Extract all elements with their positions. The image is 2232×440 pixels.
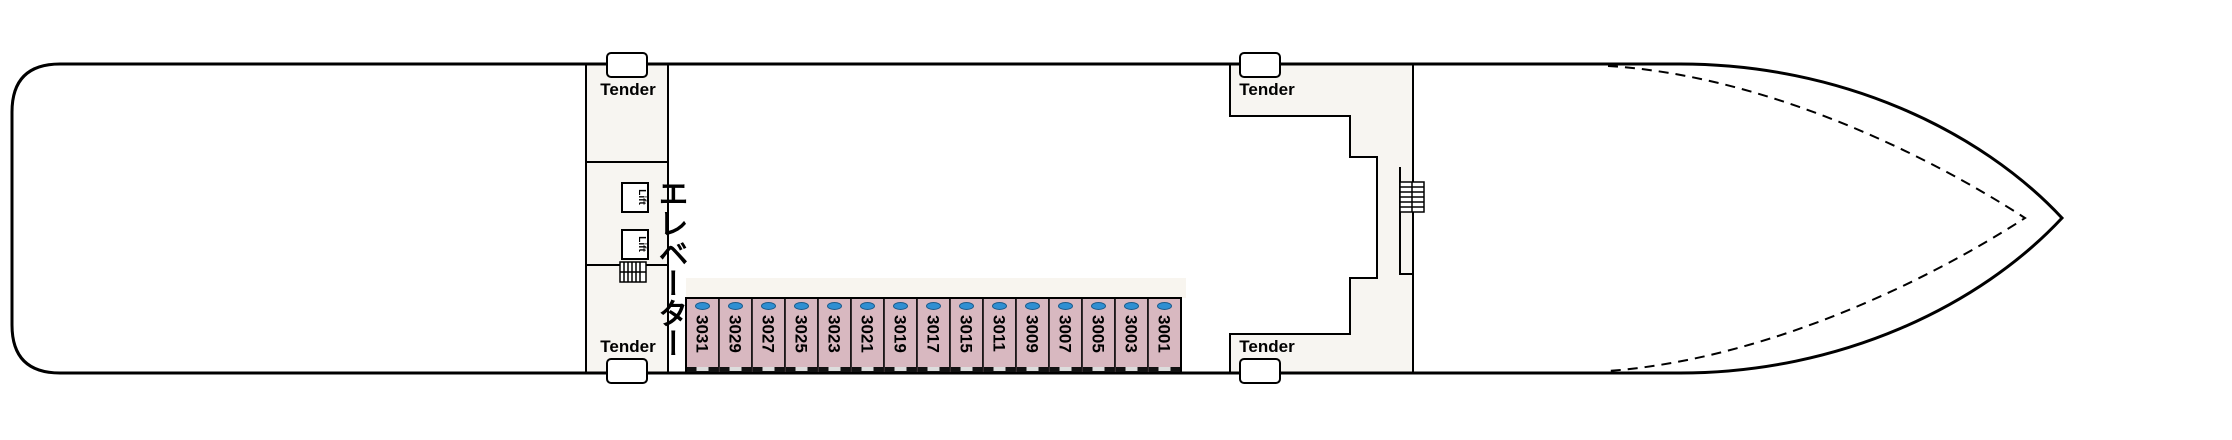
cabin-3005[interactable]: 3005 <box>1081 297 1116 374</box>
tender-door-aft-port[interactable] <box>606 52 648 78</box>
cabin-row-outline <box>685 297 1182 374</box>
tender-door-aft-starboard[interactable] <box>606 358 648 384</box>
porthole-icon <box>728 302 743 310</box>
cabin-number: 3023 <box>825 315 844 353</box>
cabin-3019[interactable]: 3019 <box>883 297 918 374</box>
cabin-number: 3019 <box>891 315 910 353</box>
cabin-3015[interactable]: 3015 <box>949 297 984 374</box>
porthole-icon <box>695 302 710 310</box>
stairs-icon-midship <box>619 261 647 283</box>
cabin-3027[interactable]: 3027 <box>751 297 786 374</box>
cabin-3001[interactable]: 3001 <box>1147 297 1182 374</box>
porthole-icon <box>761 302 776 310</box>
balcony-door <box>795 367 808 371</box>
cabin-strip-shade <box>686 278 1186 298</box>
porthole-icon <box>1157 302 1172 310</box>
tender-door-fwd-starboard[interactable] <box>1239 358 1281 384</box>
svg-text:Lift: Lift <box>636 189 647 205</box>
cabin-3023[interactable]: 3023 <box>817 297 852 374</box>
tender-label-fwd-starboard: Tender <box>1239 337 1295 356</box>
cabin-3003[interactable]: 3003 <box>1114 297 1149 374</box>
balcony-door <box>1092 367 1105 371</box>
balcony-door <box>1158 367 1171 371</box>
tender-label-aft-starboard: Tender <box>600 337 656 356</box>
porthole-icon <box>794 302 809 310</box>
cabin-3007[interactable]: 3007 <box>1048 297 1083 374</box>
balcony-door <box>762 367 775 371</box>
porthole-icon <box>926 302 941 310</box>
hull-outline <box>10 62 2065 375</box>
balcony-door <box>993 367 1006 371</box>
porthole-icon <box>1025 302 1040 310</box>
tender-doors <box>606 52 1281 384</box>
cabin-number: 3001 <box>1155 315 1174 353</box>
porthole-icon <box>992 302 1007 310</box>
tender-door-fwd-port[interactable] <box>1239 52 1281 78</box>
balcony-door <box>696 367 709 371</box>
bow-dashed-line <box>1607 65 2027 372</box>
balcony-door <box>861 367 874 371</box>
balcony-door <box>1059 367 1072 371</box>
cabin-3025[interactable]: 3025 <box>784 297 819 374</box>
cabin-number: 3005 <box>1089 315 1108 353</box>
balcony-door <box>828 367 841 371</box>
cabin-3009[interactable]: 3009 <box>1015 297 1050 374</box>
cabin-3021[interactable]: 3021 <box>850 297 885 374</box>
svg-text:Lift: Lift <box>636 236 647 252</box>
cabin-number: 3027 <box>759 315 778 353</box>
porthole-icon <box>1124 302 1139 310</box>
balcony-door <box>729 367 742 371</box>
tender-label-aft-port: Tender <box>600 80 656 99</box>
cabin-3029[interactable]: 3029 <box>718 297 753 374</box>
porthole-icon <box>1091 302 1106 310</box>
cabin-number: 3011 <box>990 315 1009 352</box>
stairs-icon-forward <box>1399 181 1425 213</box>
midship-service-area <box>586 64 668 373</box>
cabin-number: 3025 <box>792 315 811 353</box>
balcony-door <box>927 367 940 371</box>
cabin-number: 3021 <box>858 315 877 353</box>
balcony-door <box>1026 367 1039 371</box>
balcony-door <box>1125 367 1138 371</box>
cabin-number: 3007 <box>1056 315 1075 353</box>
forward-service-area <box>1230 64 1413 373</box>
balcony-door <box>960 367 973 371</box>
porthole-icon <box>860 302 875 310</box>
cabin-3031[interactable]: 3031 <box>685 297 720 374</box>
cabin-row: 3031 3029 3027 3025 3023 3021 3019 3017 3015 3011… <box>685 297 1182 374</box>
porthole-icon <box>1058 302 1073 310</box>
porthole-icon <box>893 302 908 310</box>
cabin-number: 3015 <box>957 315 976 353</box>
lift-1[interactable]: Lift <box>621 182 649 213</box>
tender-label-fwd-port: Tender <box>1239 80 1295 99</box>
cabin-number: 3029 <box>726 315 745 353</box>
lift-2[interactable]: Lift <box>621 229 649 260</box>
cabin-number: 3031 <box>693 315 712 353</box>
cabin-3011[interactable]: 3011 <box>982 297 1017 374</box>
balcony-door <box>894 367 907 371</box>
elevator-label: エレベーター <box>653 178 688 358</box>
porthole-icon <box>959 302 974 310</box>
cabin-3017[interactable]: 3017 <box>916 297 951 374</box>
cabin-number: 3017 <box>924 315 943 353</box>
cabin-number: 3009 <box>1023 315 1042 353</box>
midship-walls <box>585 64 669 373</box>
cabin-number: 3003 <box>1122 315 1141 353</box>
porthole-icon <box>827 302 842 310</box>
